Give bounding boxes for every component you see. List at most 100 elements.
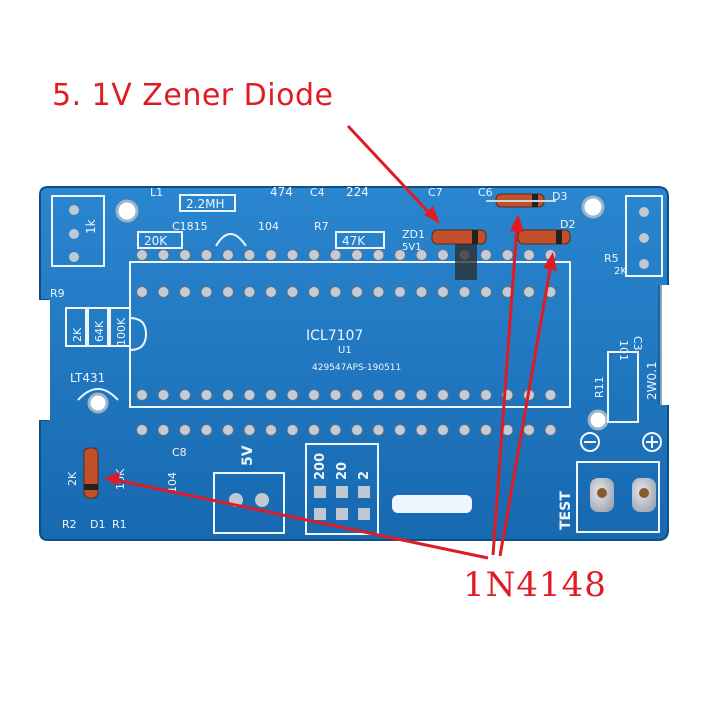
pin-hole [458,424,471,436]
pin-hole [415,424,428,436]
pin-hole [458,389,471,401]
pin-hole [157,286,170,298]
label-c8: C8 [172,446,187,459]
pin-hole [372,424,385,436]
label-supply: 5V [240,445,256,466]
pin-hole [329,424,342,436]
label-r11-value: 2W0.1 [645,361,659,400]
silkscreen-labels: L1 2.2MH 474 C4 224 C7 C6 D3 D2 1k C1815… [50,185,659,531]
pin-hole [243,249,256,261]
label-r5-value: 2K [614,266,627,277]
label-cap101: 101 [617,340,630,361]
label-100k: 100K [115,317,128,346]
label-20k: 20K [144,234,168,248]
label-ic-name: ICL7107 [306,328,363,344]
pin-hole [286,389,299,401]
pin-hole [157,389,170,401]
pin-hole [394,249,406,261]
pin-hole [200,389,213,401]
pin-hole [372,249,385,261]
pin-hole [501,249,514,261]
diode-d2 [517,229,571,245]
pin-hole [308,424,320,436]
pin-hole [351,249,363,261]
pin-hole [351,424,363,436]
pin-hole [308,249,320,261]
label-test: TEST [558,491,574,530]
pin-hole [329,249,342,261]
pin-hole [179,424,191,436]
pin-hole [523,249,535,261]
label-range-200: 200 [313,453,328,480]
pin-hole [415,249,428,261]
pin-hole [265,389,277,401]
pin-hole [179,249,191,261]
pin-hole [544,389,557,401]
pin-hole [222,286,234,298]
label-r1: R1 [112,518,127,531]
pin-hole [458,286,471,298]
pin-hole [308,389,320,401]
pin-hole [200,249,213,261]
label-c7: C7 [428,186,443,199]
pin-hole [222,424,234,436]
label-cap104: 104 [258,220,279,233]
pin-hole [179,286,191,298]
pin-hole [437,249,449,261]
left-resistors [65,307,131,347]
pin-hole [329,286,342,298]
label-inductor: 2.2MH [186,197,224,211]
label-r11: R11 [593,376,606,398]
label-ic-code: 429547APS-190511 [312,363,401,373]
label-d1: D1 [90,518,105,531]
pin-hole [329,389,342,401]
label-range-20: 20 [335,462,350,480]
label-ic-ref: U1 [338,345,352,356]
ic-pin-holes [136,249,557,436]
label-47k: 47K [342,234,366,248]
label-2k-left: 2K [71,327,84,342]
label-1k: 1k [84,219,98,234]
diode-d1 [83,447,99,499]
label-r9: R9 [50,287,65,300]
label-c3: C3 [631,336,644,351]
pin-hole [480,389,492,401]
trimmer-right [625,195,663,277]
pin-hole [480,424,492,436]
pin-hole [157,424,170,436]
pin-hole [243,424,256,436]
test-pads [576,432,662,533]
pin-hole [265,424,277,436]
zener-diode-zd1 [431,229,487,280]
pin-hole [222,389,234,401]
label-r5: R5 [604,252,619,265]
pin-hole [286,249,299,261]
pin-hole [222,249,234,261]
pin-hole [243,389,256,401]
pin-hole [437,286,449,298]
pin-hole [200,424,213,436]
pin-hole [136,389,148,401]
range-jumper [305,443,379,535]
pin-hole [437,389,449,401]
1n4148-annotation: 1N4148 [463,565,607,605]
pin-hole [394,424,406,436]
pin-hole [415,286,428,298]
pin-hole [480,286,492,298]
pin-hole [179,389,191,401]
label-l1: L1 [150,186,163,199]
label-c1815: C1815 [172,220,208,233]
label-c8-value: 104 [166,472,179,493]
pin-hole [523,286,535,298]
label-d3: D3 [552,190,567,203]
label-lt431: LT431 [70,371,105,385]
pin-hole [544,424,557,436]
power-connector [213,472,285,534]
diode-d3 [486,193,556,208]
pin-hole [136,286,148,298]
pin-hole [437,424,449,436]
pin-hole [265,286,277,298]
pin-hole [480,249,492,261]
pin-hole [351,389,363,401]
zener-diode-annotation: 5. 1V Zener Diode [52,78,334,113]
